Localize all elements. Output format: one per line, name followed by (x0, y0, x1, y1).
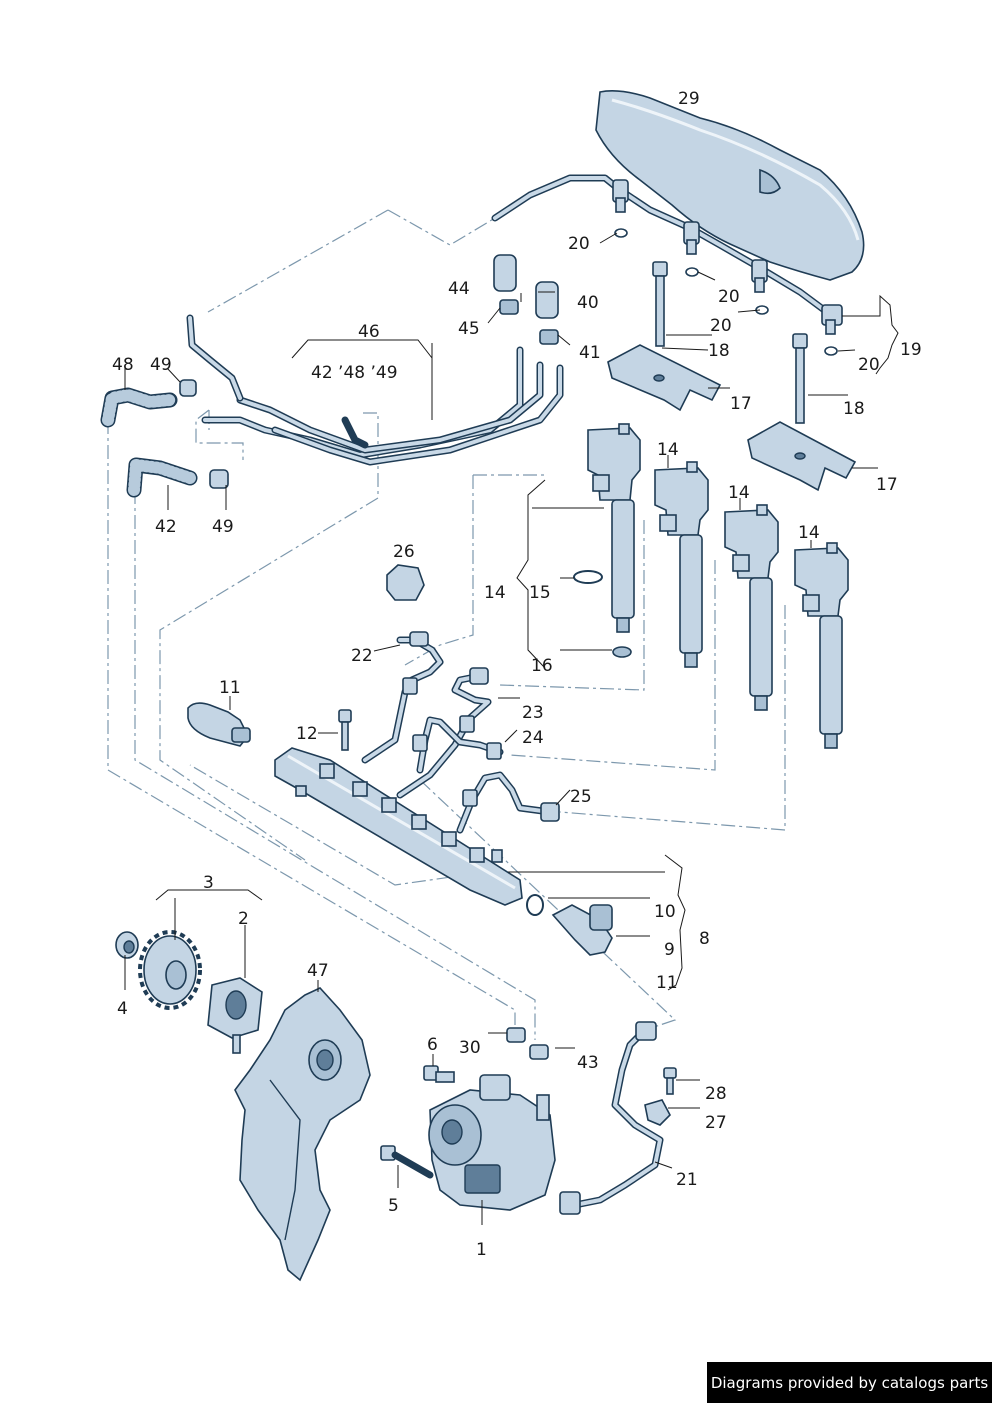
label-45: 45 (458, 319, 480, 339)
label-30: 30 (459, 1038, 481, 1058)
label-20-a: 20 (568, 234, 590, 254)
bolt-part-5 (380, 1145, 434, 1179)
part-labels: 29 20 20 20 20 19 18 18 17 17 44 40 45 4… (112, 89, 922, 1260)
label-26: 26 (393, 542, 415, 562)
label-42: 42 (155, 517, 177, 537)
fuel-rail-part-8 (274, 747, 523, 906)
label-11-a: 11 (219, 678, 241, 698)
label-43: 43 (577, 1053, 599, 1073)
label-40: 40 (577, 293, 599, 313)
label-14-a: 14 (657, 440, 679, 460)
rubber-mount-part-26 (386, 564, 425, 601)
label-47: 47 (307, 961, 329, 981)
label-14-b: 14 (728, 483, 750, 503)
label-20-b: 20 (718, 287, 740, 307)
label-4: 4 (117, 999, 128, 1019)
hp-pump-part-1 (428, 1074, 556, 1211)
credit-banner: Diagrams provided by catalogs parts (707, 1362, 992, 1403)
injector-1 (587, 423, 641, 633)
label-11-b: 11 (656, 973, 678, 993)
engine-cover-part-29 (595, 90, 865, 281)
sprocket-part-3 (138, 930, 202, 1010)
hose-part-42 (126, 457, 198, 498)
injector-4 (794, 542, 849, 749)
bolt-part-6 (423, 1065, 455, 1083)
hp-pipe-part-21 (559, 1021, 664, 1215)
label-16: 16 (531, 656, 553, 676)
label-14-d: 14 (484, 583, 506, 603)
bolt-part-28 (663, 1067, 677, 1095)
label-20-c: 20 (710, 316, 732, 336)
label-49-a: 49 (150, 355, 172, 375)
credit-text: Diagrams provided by catalogs parts (710, 1373, 989, 1392)
label-2: 2 (238, 909, 249, 929)
injector-2 (654, 461, 709, 668)
label-24: 24 (522, 728, 544, 748)
seal-part-10 (526, 894, 544, 916)
label-5: 5 (388, 1196, 399, 1216)
label-46: 46 (358, 322, 380, 342)
leakoff-pipes-part-46 (186, 314, 564, 466)
label-44: 44 (448, 279, 470, 299)
label-17-b: 17 (876, 475, 898, 495)
label-8: 8 (699, 929, 710, 949)
label-19: 19 (900, 340, 922, 360)
label-21: 21 (676, 1170, 698, 1190)
pressure-sensor-part-11 (187, 702, 251, 747)
label-10: 10 (654, 902, 676, 922)
label-25: 25 (570, 787, 592, 807)
label-28: 28 (705, 1084, 727, 1104)
label-41: 41 (579, 343, 601, 363)
label-46-sub: 42 ’48 ’49 (311, 363, 398, 383)
bolt-part-12 (338, 709, 352, 751)
label-49-b: 49 (212, 517, 234, 537)
hub-part-2 (207, 977, 263, 1054)
label-3: 3 (203, 873, 214, 893)
clip-part-43 (529, 1044, 549, 1060)
label-12: 12 (296, 724, 318, 744)
hoses-part-40-44 (493, 254, 559, 345)
label-18-a: 18 (708, 341, 730, 361)
injector-3 (724, 504, 779, 711)
label-14-c: 14 (798, 523, 820, 543)
label-20-d: 20 (858, 355, 880, 375)
clamps-part-17 (607, 344, 857, 492)
clip-part-30 (506, 1027, 526, 1043)
clips-part-49 (179, 379, 229, 489)
label-6: 6 (427, 1035, 438, 1055)
hose-part-48 (100, 387, 178, 428)
housing-part-47 (234, 987, 371, 1282)
label-15: 15 (529, 583, 551, 603)
label-18-b: 18 (843, 399, 865, 419)
hp-pipes-part-22-25 (361, 631, 560, 834)
label-9: 9 (664, 940, 675, 960)
bracket-part-27 (644, 1099, 671, 1126)
return-line-part-19 (491, 174, 843, 335)
label-29: 29 (678, 89, 700, 109)
label-27: 27 (705, 1113, 727, 1133)
label-23: 23 (522, 703, 544, 723)
label-1: 1 (476, 1240, 487, 1260)
label-17-a: 17 (730, 394, 752, 414)
label-22: 22 (351, 646, 373, 666)
label-48: 48 (112, 355, 134, 375)
leader-lines (124, 232, 899, 1225)
nut-part-4 (115, 931, 139, 959)
injectors-part-14 (587, 423, 849, 749)
bolts-part-18 (652, 261, 808, 424)
injector-seals-part-15-16 (573, 570, 632, 658)
pressure-valve-part-9 (551, 904, 613, 956)
